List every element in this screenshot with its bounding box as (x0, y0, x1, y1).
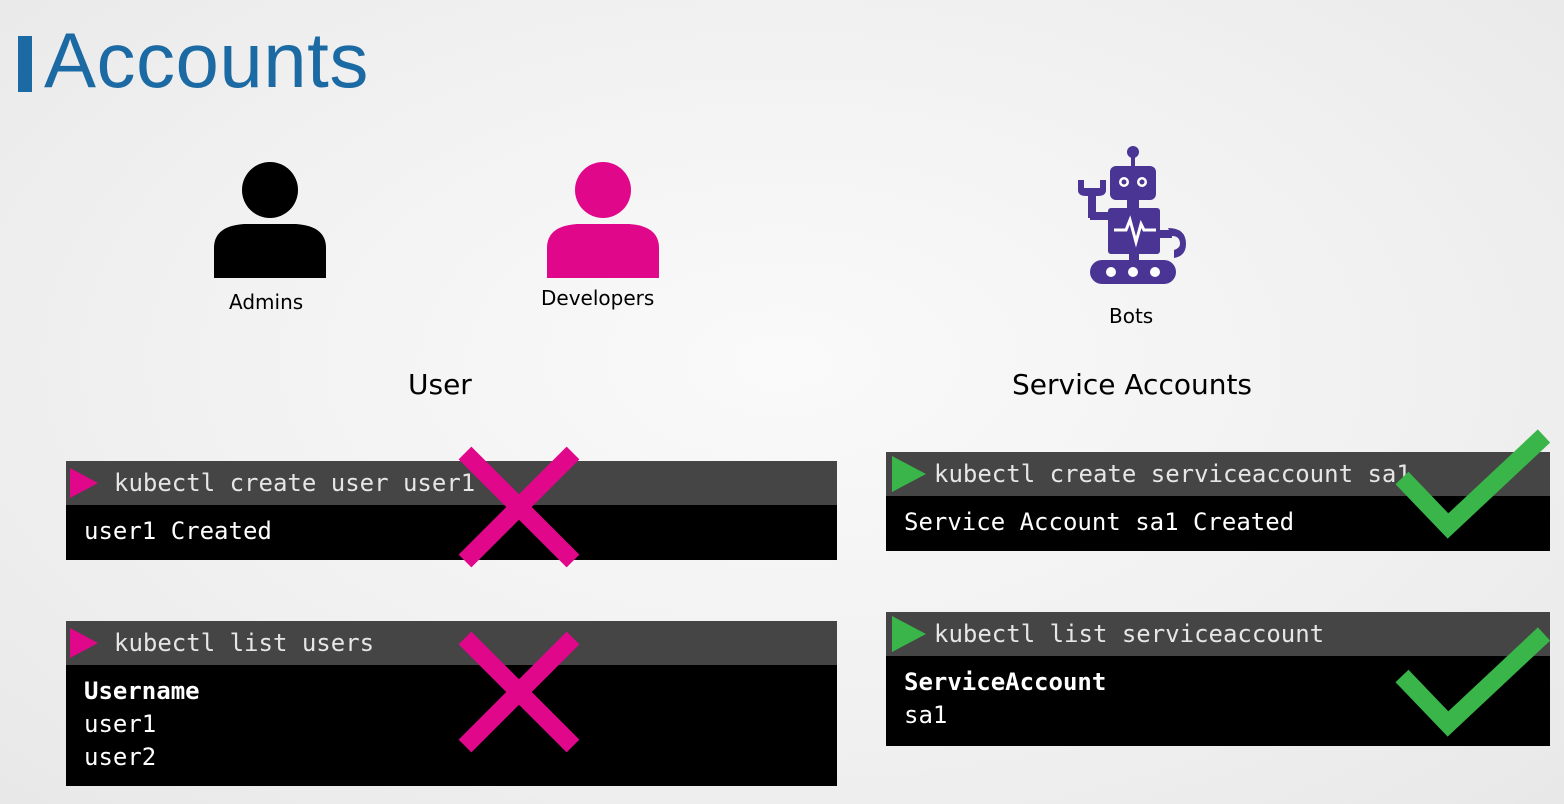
output-header: Username (84, 677, 200, 705)
x-mark-icon (458, 446, 580, 568)
terminal-command: kubectl create user user1 (114, 469, 476, 497)
admins-label: Admins (229, 290, 304, 314)
output-header: ServiceAccount (904, 668, 1107, 696)
output-line: user1 Created (84, 517, 272, 545)
bots-robot-icon (1076, 144, 1188, 286)
admins-person-icon (214, 160, 326, 280)
create-serviceaccount-terminal: kubectl create serviceaccount sa1 Servic… (886, 452, 1550, 551)
list-serviceaccount-terminal: kubectl list serviceaccount ServiceAccou… (886, 612, 1550, 746)
terminal-command-bar: kubectl list serviceaccount (886, 612, 1550, 656)
developers-person-icon (547, 160, 659, 280)
terminal-command-bar: kubectl create serviceaccount sa1 (886, 452, 1550, 496)
x-mark-icon (458, 631, 580, 753)
check-mark-icon (1395, 627, 1551, 737)
developers-label: Developers (541, 286, 655, 310)
user-section-heading: User (408, 368, 472, 401)
title-accent-bar (18, 36, 32, 92)
output-line: user2 (84, 743, 157, 771)
output-line: sa1 (904, 701, 948, 729)
play-icon (892, 616, 926, 652)
play-icon (892, 456, 926, 492)
create-user-terminal: kubectl create user user1 user1 Created (66, 461, 837, 560)
page-title: Accounts (44, 16, 369, 104)
check-mark-icon (1395, 429, 1551, 539)
service-accounts-section-heading: Service Accounts (1012, 368, 1253, 401)
terminal-output: user1 Created (66, 505, 837, 560)
terminal-command-bar: kubectl create user user1 (66, 461, 837, 505)
play-icon (70, 468, 98, 498)
terminal-command: kubectl list serviceaccount (934, 620, 1325, 648)
terminal-command: kubectl create serviceaccount sa1 (934, 460, 1411, 488)
output-line: Service Account sa1 Created (904, 508, 1295, 536)
output-line: user1 (84, 710, 157, 738)
terminal-command: kubectl list users (114, 629, 375, 657)
play-icon (70, 628, 98, 658)
bots-label: Bots (1109, 304, 1154, 328)
terminal-command-bar: kubectl list users (66, 621, 837, 665)
list-users-terminal: kubectl list users Username user1 user2 (66, 621, 837, 786)
terminal-output: Username user1 user2 (66, 665, 837, 786)
terminal-output: ServiceAccount sa1 (886, 656, 1550, 746)
